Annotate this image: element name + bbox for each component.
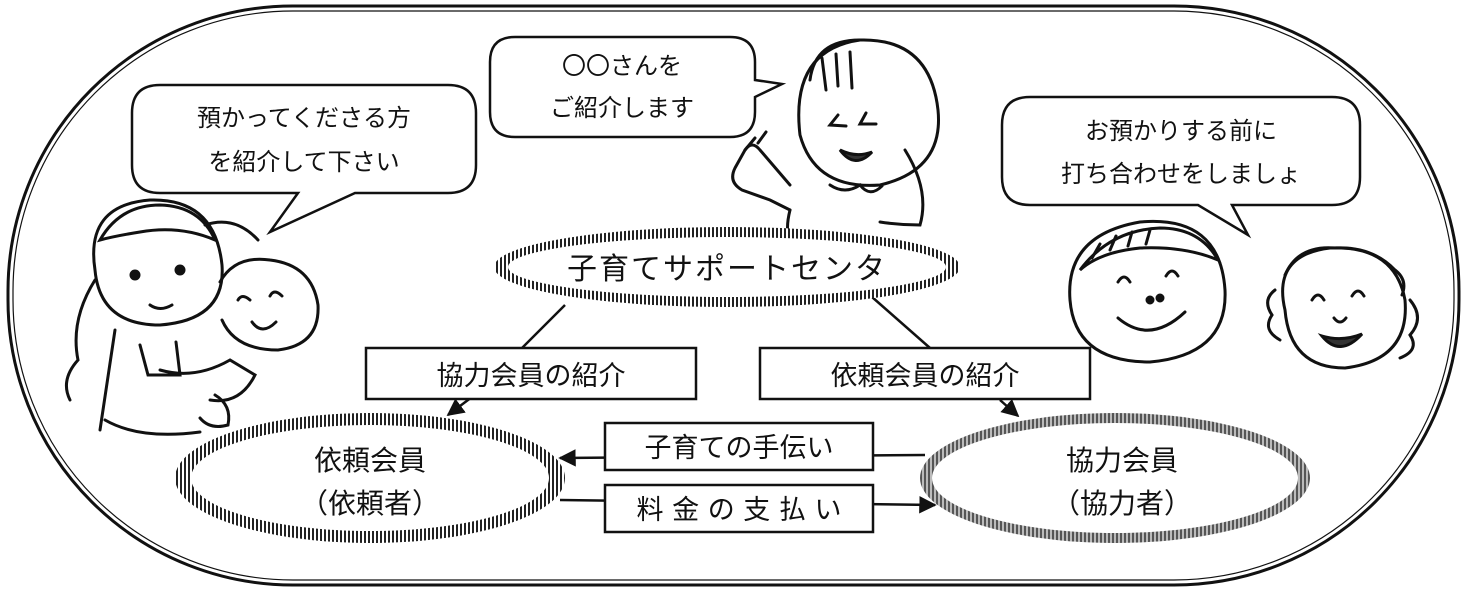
coordinator-bubble-line-2: ご紹介します <box>550 94 694 122</box>
requester-intro-box <box>364 346 698 401</box>
helper-intro-box <box>758 346 1092 401</box>
helper-grandma-illustration <box>1266 246 1419 370</box>
requester-member-ellipse-inner <box>191 425 549 531</box>
requester-member-title: 依頼会員 <box>314 444 426 477</box>
childcare-help-box <box>603 421 875 472</box>
helpers-bubble-line-2: 打ち合わせをしましょ <box>1061 160 1301 188</box>
support-center-ellipse-inner <box>508 237 946 297</box>
helper-intro-label: 依頼会員の紹介 <box>831 361 1020 392</box>
parent-bubble-line-2: を紹介して下さい <box>208 148 399 176</box>
coordinator-speech-bubble <box>488 35 787 139</box>
parent-speech-bubble <box>130 83 478 236</box>
parent-baby-illustration <box>64 198 320 436</box>
outer-frame-inner <box>12 10 1455 581</box>
helpers-bubble-line-1: お預かりする前に <box>1085 117 1277 145</box>
coordinator-illustration <box>731 38 941 242</box>
helper-member-title: 協力会員 <box>1066 444 1178 477</box>
center-to-requester-line <box>519 304 566 351</box>
helper-member-sub: （協力者） <box>1052 487 1192 520</box>
helper-arrow-line <box>999 398 1020 418</box>
fee-payment-box <box>603 483 875 534</box>
coordinator-bubble-line-1: 〇〇さんを <box>562 52 682 80</box>
support-center-label: 子育てサポートセンタ <box>567 252 887 287</box>
requester-intro-label: 協力会員の紹介 <box>437 361 626 392</box>
helper-boy-illustration <box>1068 219 1227 364</box>
requester-member-sub: （依頼者） <box>300 487 440 520</box>
helpers-speech-bubble <box>1000 95 1362 239</box>
parent-bubble-line-1: 預かってくださる方 <box>197 104 411 132</box>
center-to-helper-line <box>871 296 931 349</box>
childcare-help-label: 子育ての手伝い <box>645 433 834 464</box>
fee-payment-label: 料 金 の 支 払 い <box>637 495 842 526</box>
helper-member-ellipse-inner <box>932 423 1298 533</box>
outer-frame <box>6 4 1461 587</box>
